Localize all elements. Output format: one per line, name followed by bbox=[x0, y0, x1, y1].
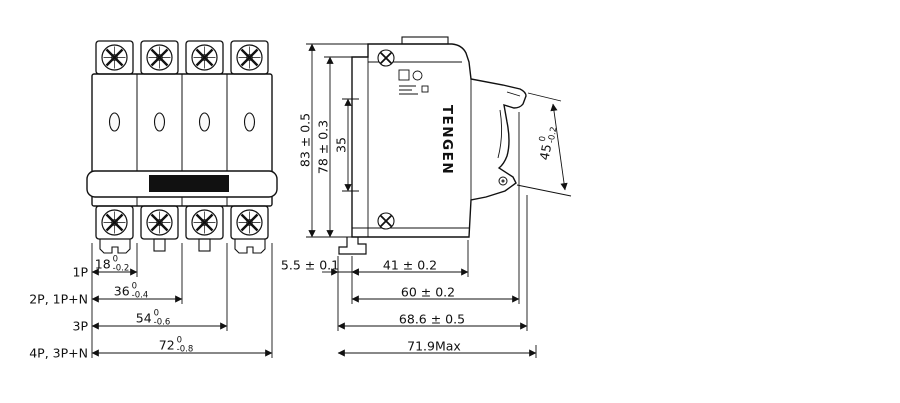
side-view-drawing bbox=[338, 36, 527, 255]
dim-width-4p-value: 72 bbox=[158, 337, 175, 353]
din-rail-clip bbox=[338, 237, 367, 255]
front-view-drawing bbox=[86, 40, 278, 254]
dim-depth-handle: 60 ± 0.2 bbox=[400, 284, 456, 300]
dim-height-overall: 83 ± 0.5 bbox=[297, 112, 313, 168]
top-tab bbox=[401, 36, 449, 45]
dim-depth-overall: 68.6 ± 0.5 bbox=[398, 311, 466, 327]
handle-windows bbox=[108, 112, 256, 132]
dim-width-1p-value: 18 bbox=[94, 256, 111, 272]
dim-width-1p: 18 0 -0.2 bbox=[94, 254, 130, 273]
dimension-lines bbox=[91, 43, 568, 357]
dim-front-face-tolerance: 0 -0.2 bbox=[537, 125, 559, 144]
dim-width-2p-tolerance: 0 -0.4 bbox=[131, 281, 149, 300]
side-profile-outline bbox=[351, 43, 527, 238]
dim-depth-clip: 5.5 ± 0.1 bbox=[280, 257, 340, 273]
rating-label-plate bbox=[149, 175, 229, 192]
dim-front-face-value: 45 bbox=[536, 143, 555, 162]
dim-width-4p: 72 0 -0.8 bbox=[158, 335, 194, 354]
side-inner-seams bbox=[352, 57, 521, 237]
dim-width-4p-tolerance: 0 -0.8 bbox=[176, 335, 194, 354]
pole-label-3p: 3P bbox=[72, 318, 89, 334]
certification-marks-icon bbox=[398, 69, 429, 95]
dim-width-2p-value: 36 bbox=[113, 283, 130, 299]
pole-label-2p: 2P, 1P+N bbox=[29, 291, 88, 307]
dim-height-rail-slot: 35 bbox=[333, 137, 349, 153]
top-terminal-blocks bbox=[95, 40, 269, 75]
dim-width-2p: 36 0 -0.4 bbox=[113, 281, 149, 300]
dim-width-3p-value: 54 bbox=[135, 310, 152, 326]
brand-label: TENGEN bbox=[439, 104, 455, 176]
bottom-terminal-screws bbox=[100, 208, 264, 237]
terminal-screw-side bbox=[498, 176, 508, 186]
dim-height-body: 78 ± 0.3 bbox=[315, 119, 331, 175]
dim-width-3p: 54 0 -0.6 bbox=[135, 308, 171, 327]
dim-depth-base: 41 ± 0.2 bbox=[382, 257, 438, 273]
dim-width-1p-tolerance: 0 -0.2 bbox=[112, 254, 130, 273]
bottom-mounting-clips bbox=[99, 238, 266, 254]
pole-label-4p: 4P, 3P+N bbox=[29, 345, 88, 361]
dim-width-3p-tolerance: 0 -0.6 bbox=[153, 308, 171, 327]
top-terminal-screws bbox=[100, 43, 264, 72]
pole-dividers bbox=[136, 74, 228, 206]
dim-depth-max: 71.9Max bbox=[407, 338, 461, 354]
pole-label-1p: 1P bbox=[72, 264, 89, 280]
